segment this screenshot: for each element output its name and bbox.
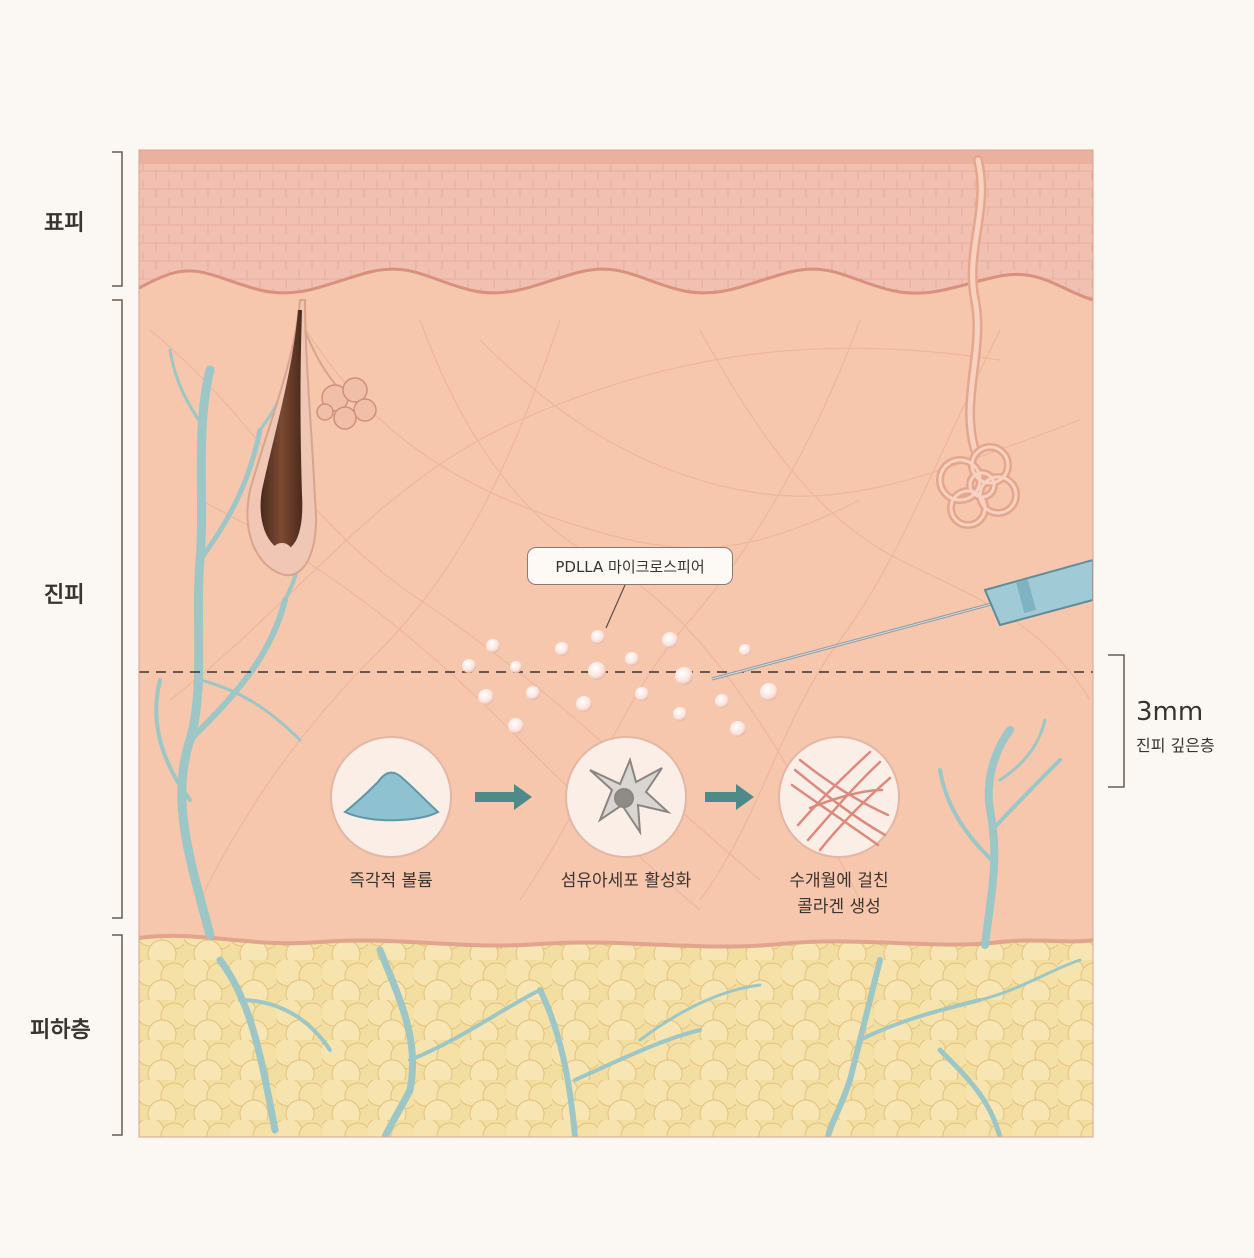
label-subcutaneous: 피하층 bbox=[30, 1018, 91, 1043]
label-dermis: 진피 bbox=[44, 583, 85, 608]
depth-value: 3mm bbox=[1136, 697, 1204, 727]
process-arrows bbox=[475, 784, 754, 810]
microspheres bbox=[462, 630, 778, 737]
epidermis-cells bbox=[139, 150, 1093, 300]
hair-follicle bbox=[246, 299, 377, 577]
callout-pointer bbox=[605, 584, 626, 629]
step-volume-label: 즉각적 볼륨 bbox=[349, 871, 433, 891]
step-collagen-label-line2: 콜라겐 생성 bbox=[797, 897, 881, 917]
volume-gel-icon bbox=[343, 771, 440, 822]
depth-bracket bbox=[1108, 654, 1125, 788]
microsphere-callout: PDLLA 마이크로스피어 bbox=[527, 547, 733, 585]
dermis-fat-boundary bbox=[139, 933, 1093, 949]
fat-cells bbox=[139, 935, 1093, 1137]
step-fibroblast-label: 섬유아세포 활성화 bbox=[560, 871, 692, 891]
stratum-corneum bbox=[139, 150, 1093, 164]
sweat-gland bbox=[936, 155, 1020, 529]
step-collagen bbox=[778, 736, 900, 858]
injection-needle bbox=[711, 558, 1093, 681]
arrow-right-icon bbox=[705, 784, 754, 810]
label-epidermis: 표피 bbox=[44, 211, 85, 236]
step-collagen-label-line1: 수개월에 걸친 bbox=[789, 871, 889, 891]
diagram-frame bbox=[138, 149, 1094, 1138]
step-collagen-label: 수개월에 걸친 콜라겐 생성 bbox=[759, 868, 919, 920]
depth-label: 진피 깊은층 bbox=[1136, 736, 1215, 755]
fibroblast-icon bbox=[589, 756, 672, 836]
layer-brackets bbox=[112, 151, 123, 1136]
collagen-fibers-icon bbox=[790, 750, 892, 852]
basement-membrane bbox=[139, 267, 1093, 302]
blood-vessels bbox=[154, 348, 1082, 1137]
sebaceous-gland bbox=[316, 377, 377, 430]
arrow-right-icon bbox=[475, 784, 532, 810]
step-volume bbox=[330, 736, 452, 858]
step-fibroblast bbox=[565, 736, 687, 858]
